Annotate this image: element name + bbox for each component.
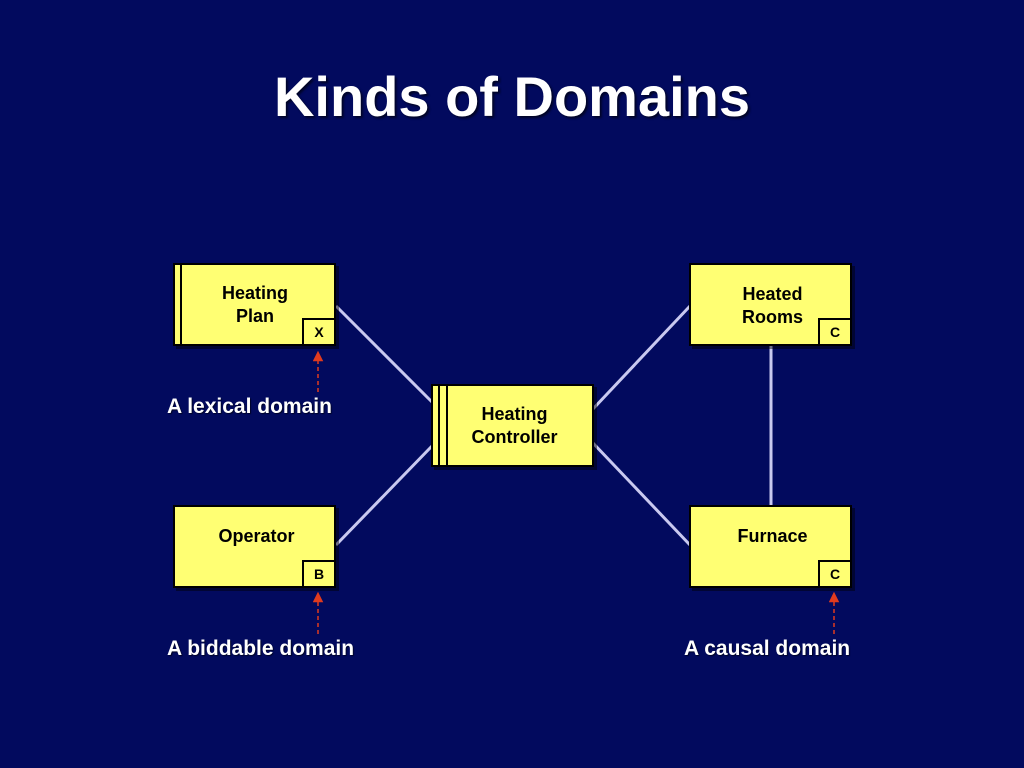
- connector-plan-controller: [334, 304, 434, 404]
- machine-stripe-inner: [446, 386, 448, 465]
- connector-operator-controller: [334, 444, 434, 547]
- machine-stripe-outer: [438, 386, 440, 465]
- caption-biddable-domain: A biddable domain: [167, 637, 355, 660]
- domain-heating-plan-label: Heating Plan: [221, 283, 288, 326]
- domain-operator-label: Operator: [218, 526, 295, 546]
- designed-domain-stripe: [180, 265, 182, 344]
- caption-causal-domain: A causal domain: [684, 637, 851, 660]
- domain-furnace: Furnace C: [689, 505, 852, 588]
- domain-operator: Operator B: [173, 505, 336, 588]
- connector-controller-rooms: [590, 304, 692, 412]
- connector-controller-furnace: [590, 440, 692, 547]
- domain-heated-rooms-label: Heated Rooms: [741, 284, 803, 327]
- domain-operator-tag: B: [302, 560, 336, 588]
- domain-furnace-label: Furnace: [737, 526, 808, 546]
- domain-heated-rooms: Heated Rooms C: [689, 263, 852, 346]
- domain-heating-controller: Heating Controller: [431, 384, 594, 467]
- domain-furnace-tag: C: [818, 560, 852, 588]
- domain-heating-plan: Heating Plan X: [173, 263, 336, 346]
- domain-heated-rooms-tag: C: [818, 318, 852, 346]
- slide-title: Kinds of Domains: [273, 65, 751, 128]
- caption-lexical-domain: A lexical domain: [167, 395, 332, 418]
- domain-heating-controller-label: Heating Controller: [471, 404, 558, 447]
- domain-heating-plan-tag: X: [302, 318, 336, 346]
